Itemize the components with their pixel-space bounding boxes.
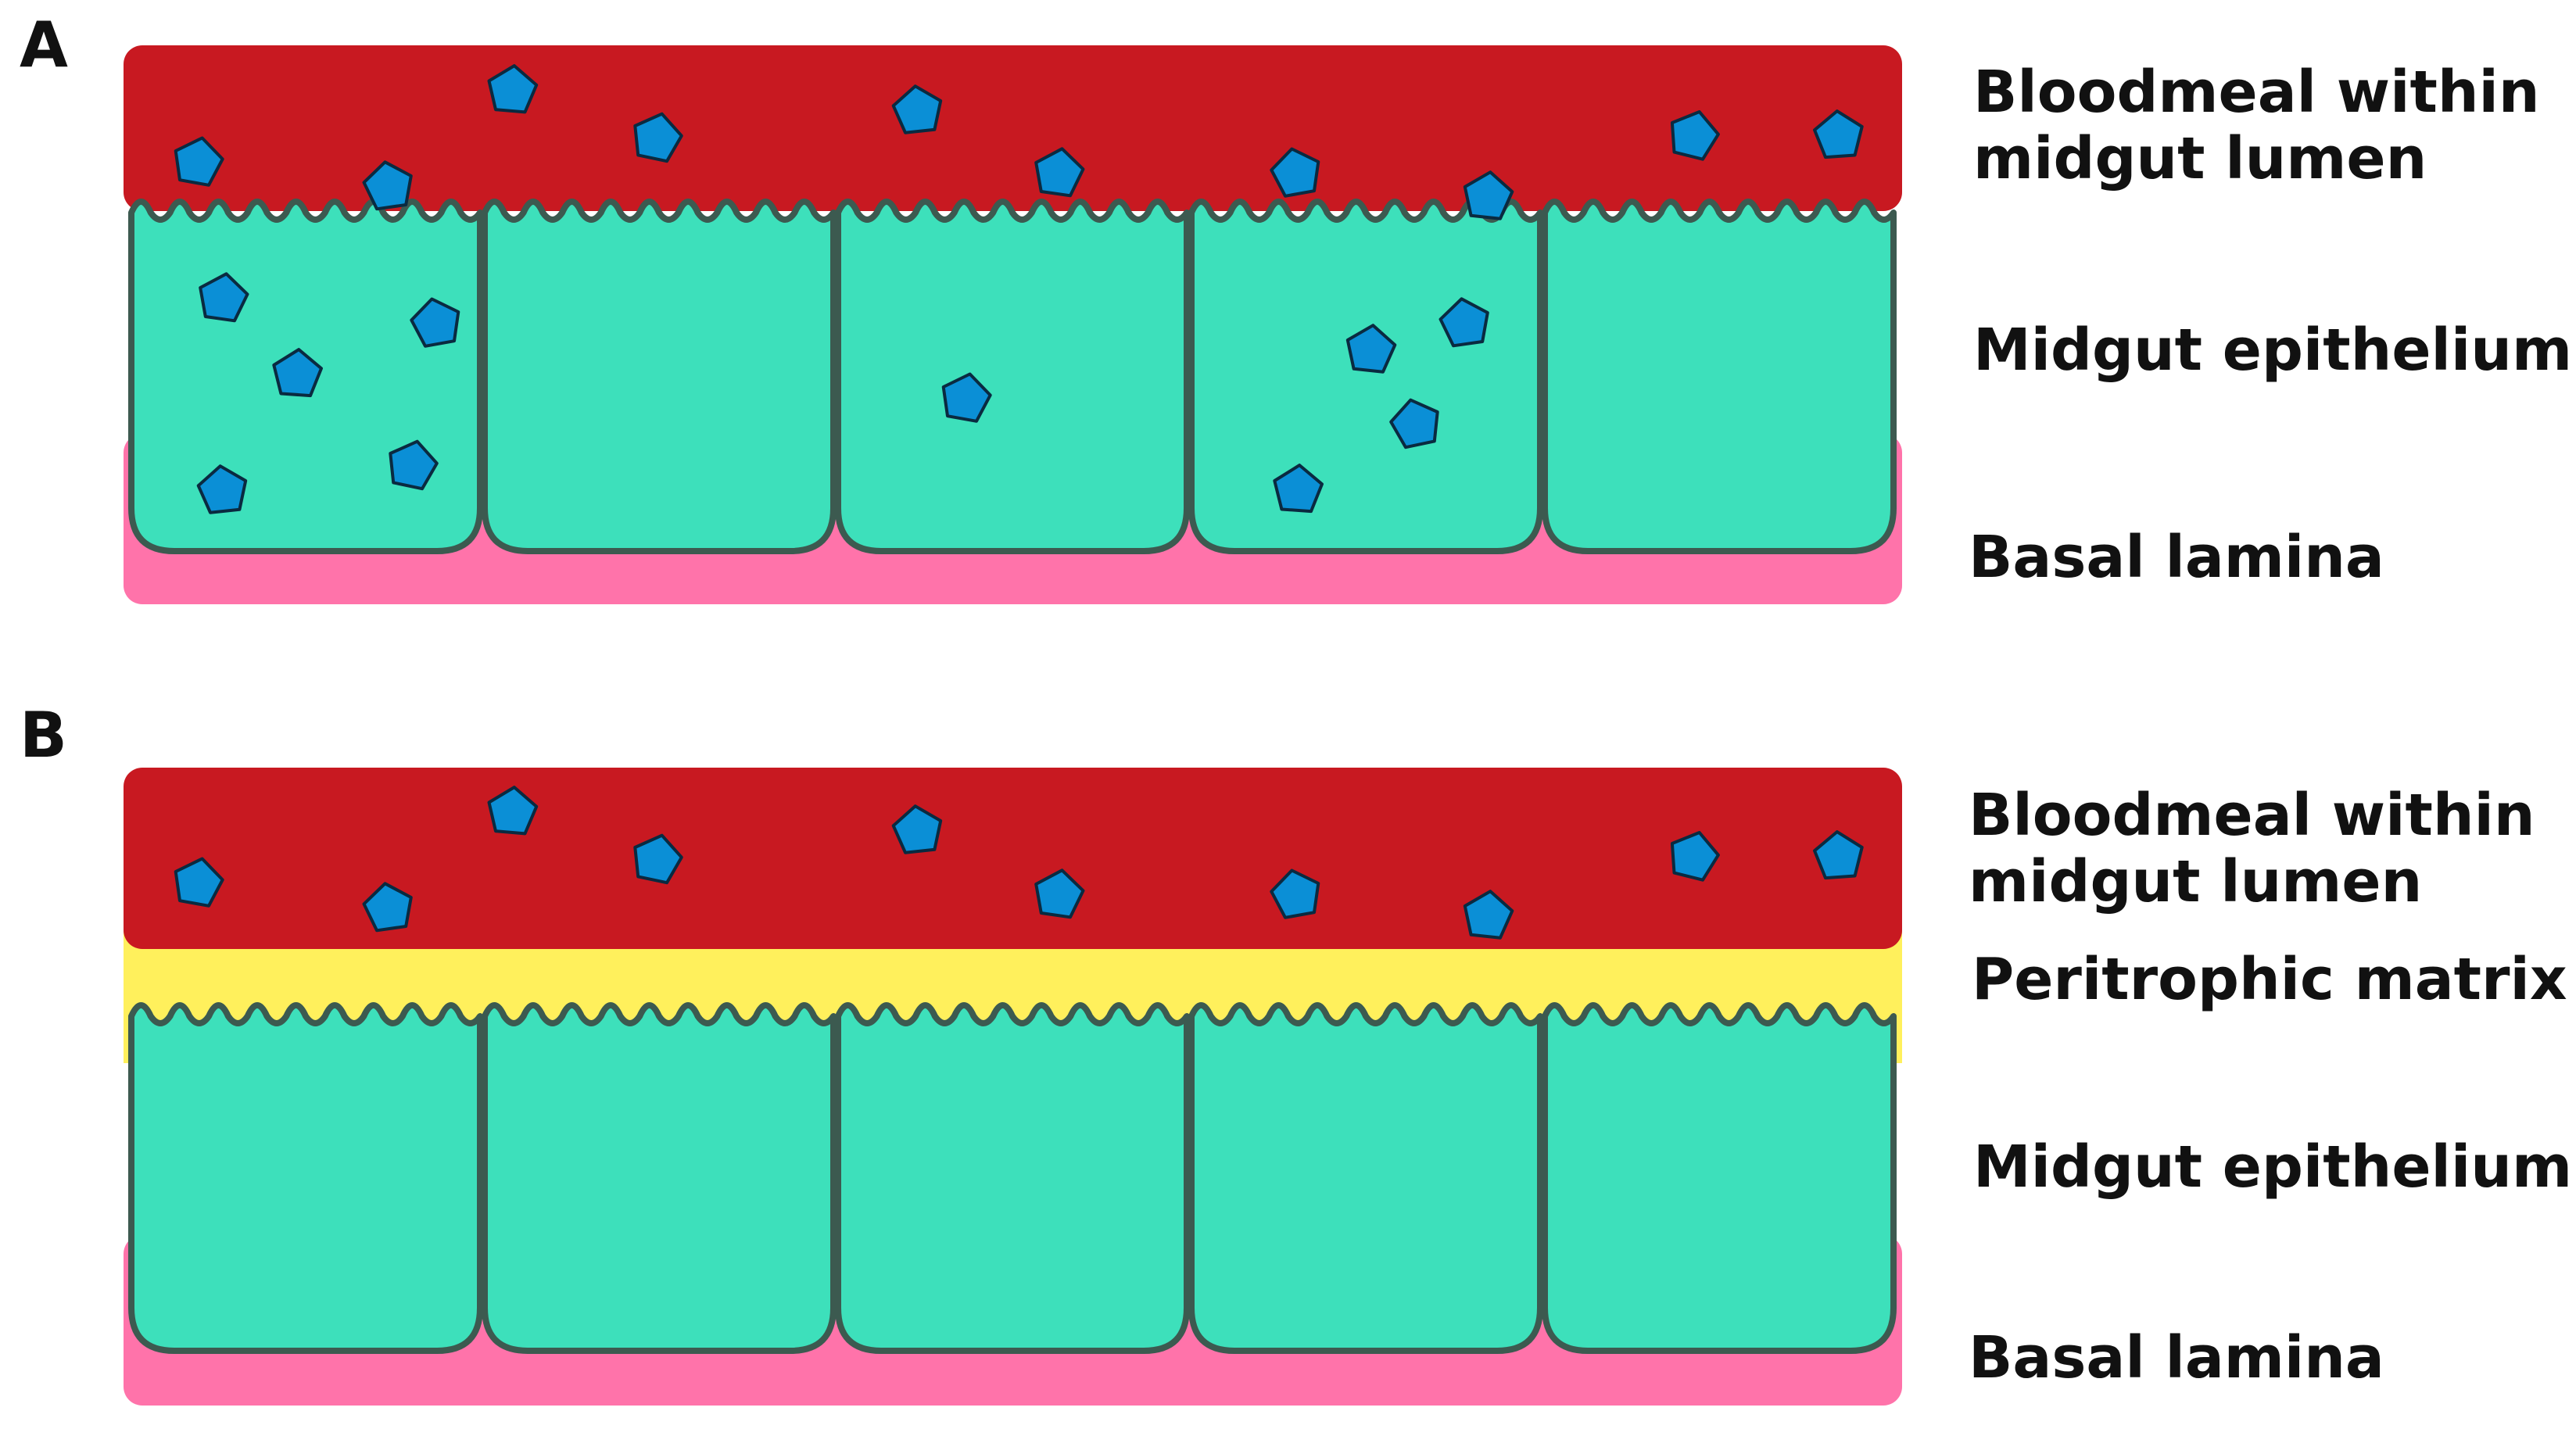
panel-b-lumen-particle-icon <box>1034 868 1085 919</box>
panel-a-cell-particle-icon <box>199 272 249 323</box>
panel-a-lumen-particle-icon <box>891 84 943 134</box>
panel-a-cell-particle-icon <box>196 464 248 514</box>
panel-b-bloodmeal-lumen <box>124 768 1902 949</box>
panel-b: B Bloodmeal within midgut lumen Peritrop… <box>20 699 2572 1406</box>
panel-b-epithelial-cell <box>128 1002 483 1354</box>
panel-a-epithelial-cell <box>482 199 837 554</box>
panel-a-lumen-particle-icon <box>1270 147 1320 198</box>
panel-a-particles <box>174 64 1864 514</box>
panel-a-lumen-particle-icon <box>1463 170 1514 220</box>
panel-b-peritrophic-matrix-label: Peritrophic matrix <box>1972 946 2567 1013</box>
panel-b-lumen-particle-icon <box>1270 868 1320 919</box>
panel-a-lumen-particle-icon <box>362 160 413 211</box>
panel-b-epithelial-cell <box>1188 1002 1543 1354</box>
panel-b-letter: B <box>20 699 67 772</box>
panel-b-lumen-particle-icon <box>174 857 224 908</box>
panel-a-bloodmeal-label-line1: Bloodmeal within <box>1973 59 2540 126</box>
panel-a-letter: A <box>20 9 68 81</box>
panel-a-lumen-particle-icon <box>1034 147 1085 198</box>
panel-a-lumen-particle-icon <box>487 64 539 114</box>
panel-a-cell-particle-icon <box>1438 297 1489 348</box>
panel-b-epithelium <box>128 1002 1897 1354</box>
panel-a-cell-particle-icon <box>1273 464 1324 514</box>
panel-b-lumen-particle-icon <box>891 804 943 854</box>
panel-a-cell-particle-icon <box>1345 324 1397 374</box>
panel-b-epithelial-cell <box>1542 1002 1897 1354</box>
panel-a-epithelial-cell <box>835 199 1190 554</box>
panel-b-epithelial-cell <box>835 1002 1190 1354</box>
panel-b-lumen-particle-icon <box>362 882 413 933</box>
panel-b-lumen-particle-icon <box>1670 831 1720 882</box>
panel-b-bloodmeal-label-line2: midgut lumen <box>1969 848 2422 915</box>
panel-b-lumen-particle-icon <box>487 786 539 836</box>
panel-b-bloodmeal-label-line1: Bloodmeal within <box>1969 782 2535 849</box>
panel-b-lumen-particle-icon <box>1813 830 1864 880</box>
panel-a-cell-particle-icon <box>941 372 992 423</box>
panel-a-epithelial-cell <box>1542 199 1897 554</box>
panel-b-basal-lamina-label: Basal lamina <box>1969 1324 2384 1391</box>
panel-a-bloodmeal-lumen <box>124 45 1902 211</box>
panel-a: A Bloodmeal within midgut lumen Midgut e… <box>20 9 2572 604</box>
panel-a-bloodmeal-label-line2: midgut lumen <box>1973 125 2427 192</box>
panel-b-lumen-particle-icon <box>1463 890 1514 940</box>
panel-a-epithelial-cell <box>1188 199 1543 554</box>
panel-a-lumen-particle-icon <box>1813 109 1864 159</box>
panel-a-cell-particle-icon <box>1389 398 1439 449</box>
panel-a-cell-particle-icon <box>389 439 439 491</box>
panel-a-lumen-particle-icon <box>174 136 224 187</box>
panel-a-cell-particle-icon <box>410 297 460 348</box>
panel-b-epithelial-cell <box>482 1002 837 1354</box>
panel-b-lumen-particle-icon <box>633 833 683 885</box>
panel-a-basal-lamina-label: Basal lamina <box>1969 524 2384 591</box>
panel-b-epithelium-label: Midgut epithelium <box>1973 1133 2572 1201</box>
panel-a-lumen-particle-icon <box>1670 110 1720 161</box>
panel-a-lumen-particle-icon <box>633 112 683 163</box>
panel-a-labels: Bloodmeal within midgut lumen Midgut epi… <box>1969 59 2572 591</box>
panel-a-epithelium <box>128 199 1897 554</box>
panel-a-cell-particle-icon <box>272 348 323 398</box>
panel-b-particles <box>174 786 1864 940</box>
panel-b-labels: Bloodmeal within midgut lumen Peritrophi… <box>1969 782 2572 1391</box>
panel-a-epithelium-label: Midgut epithelium <box>1973 317 2572 384</box>
